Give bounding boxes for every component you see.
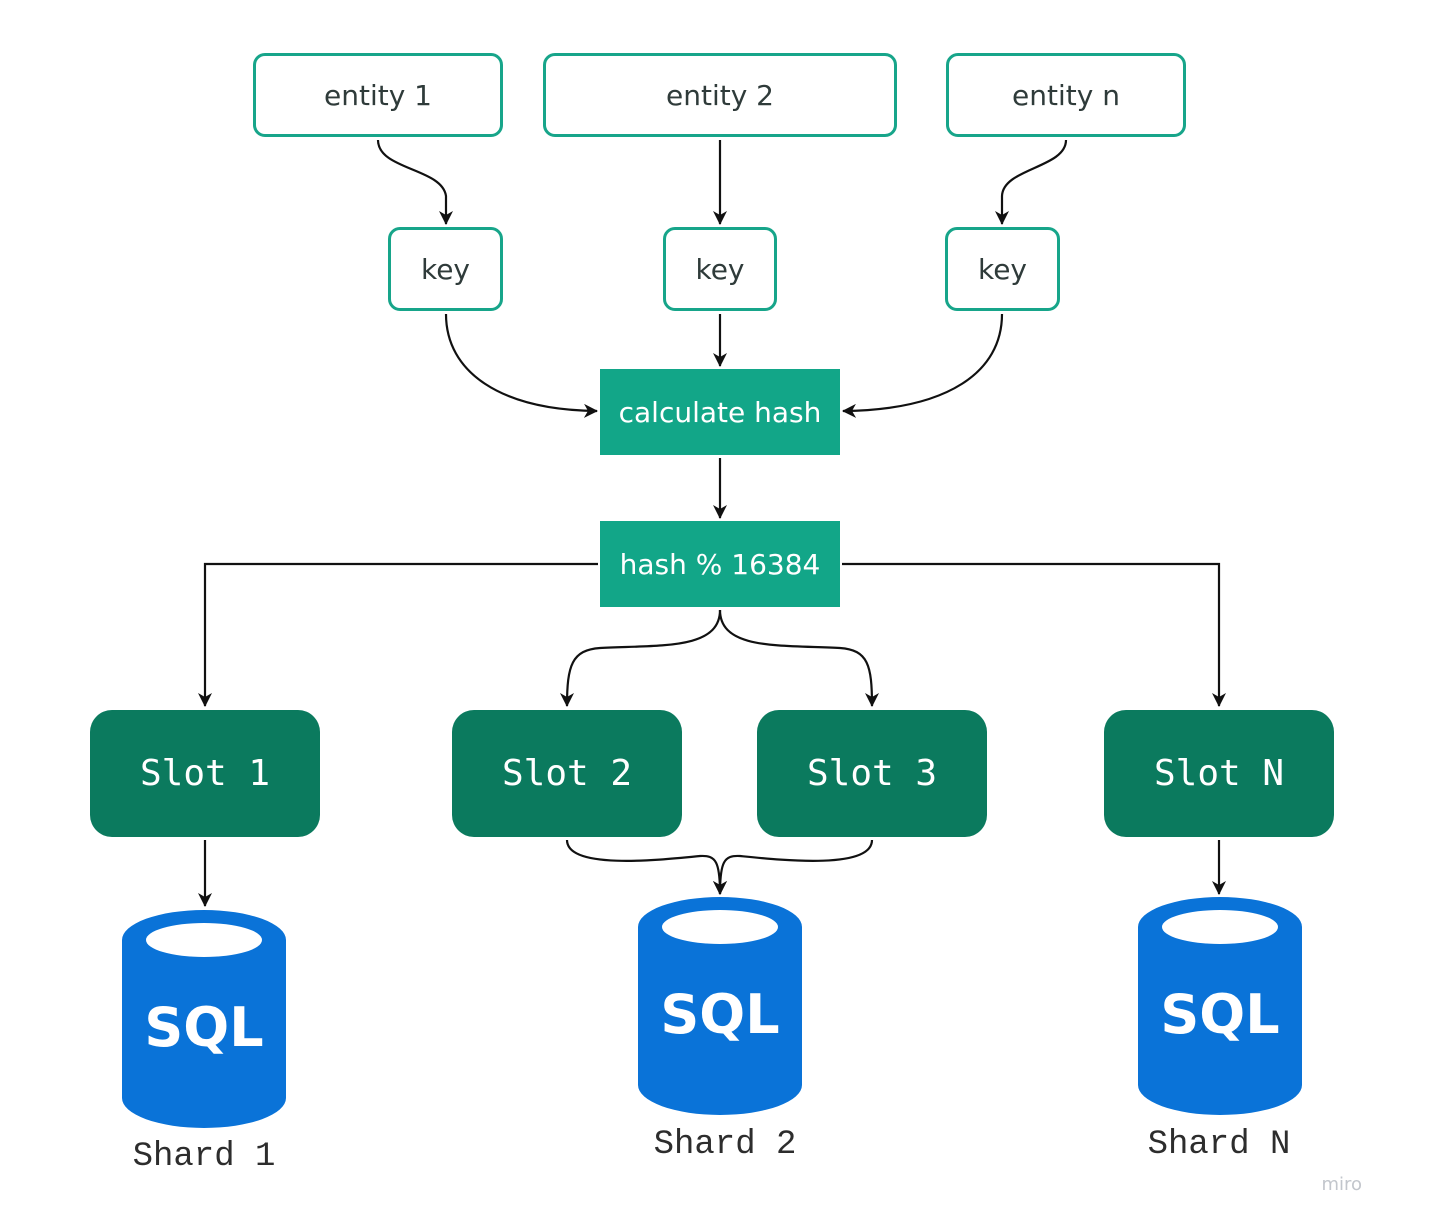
slot-label: Slot 3 <box>806 753 938 794</box>
slot-label: Slot 1 <box>139 753 271 794</box>
connector-slot3-shard2 <box>713 839 874 895</box>
sql-icon-text: SQL <box>144 996 263 1059</box>
sql-database-icon: SQL <box>638 897 802 1115</box>
calculate-hash-box: calculate hash <box>600 369 840 455</box>
entity-label: entity 2 <box>666 78 774 112</box>
calculate-hash-label: calculate hash <box>618 395 822 429</box>
connector-modulo-slot1 <box>198 562 598 707</box>
connector-slot2-shard2 <box>565 839 727 895</box>
key-box-n: key <box>945 227 1060 311</box>
slot-box-n: Slot N <box>1104 710 1334 837</box>
slot-label: Slot 2 <box>501 753 633 794</box>
miro-watermark: miro <box>1321 1174 1362 1195</box>
slot-box-3: Slot 3 <box>757 710 987 837</box>
connector-key1-hash <box>444 313 598 418</box>
sql-icon-text: SQL <box>1160 983 1279 1046</box>
connector-modulo-slotn <box>842 562 1226 707</box>
connector-keyn-hash <box>842 313 1004 418</box>
entity-box-2: entity 2 <box>543 53 897 137</box>
connector-entityn-keyn <box>995 139 1068 225</box>
key-box-1: key <box>388 227 503 311</box>
slot-box-1: Slot 1 <box>90 710 320 837</box>
slot-box-2: Slot 2 <box>452 710 682 837</box>
slot-label: Slot N <box>1153 753 1285 794</box>
entity-box-1: entity 1 <box>253 53 503 137</box>
sql-database-icon: SQL <box>1138 897 1302 1115</box>
sql-icon-text: SQL <box>660 983 779 1046</box>
shard-label-n: Shard N <box>1147 1126 1291 1164</box>
connector-modulo-slot3 <box>718 609 879 707</box>
key-label: key <box>420 252 470 286</box>
entity-box-n: entity n <box>946 53 1186 137</box>
key-label: key <box>695 252 745 286</box>
connector-modulo-slot2 <box>560 609 722 707</box>
entity-label: entity 1 <box>324 78 432 112</box>
hash-modulo-box: hash % 16384 <box>600 521 840 607</box>
connector-entity1-key1 <box>376 139 453 225</box>
key-label: key <box>977 252 1027 286</box>
hash-modulo-label: hash % 16384 <box>619 547 821 581</box>
shard-label-1: Shard 1 <box>132 1138 276 1176</box>
entity-label: entity n <box>1012 78 1120 112</box>
shard-label-2: Shard 2 <box>653 1126 797 1164</box>
key-box-2: key <box>663 227 777 311</box>
sql-database-icon: SQL <box>122 910 286 1128</box>
